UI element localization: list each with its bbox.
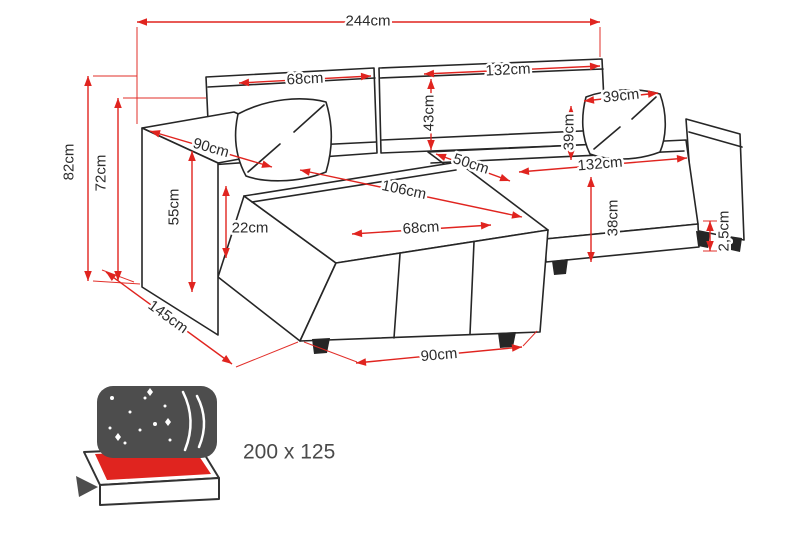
bed-duvet-fold-line-1 (195, 394, 206, 449)
dim-chaise-seat-width (351, 221, 492, 238)
dim-label-back-height: 72cm (93, 155, 110, 192)
dim-seat-width (518, 155, 688, 175)
dim-label-seat-height: 38cm (605, 200, 622, 237)
dim-chaise-depth (105, 271, 233, 365)
backrest-crease-right (381, 129, 605, 141)
dim-label-leg-height: 2,5cm (716, 211, 733, 252)
bed-lift-arrow (76, 476, 98, 497)
leg (696, 231, 710, 248)
bed-duvet-fold-line-2 (181, 390, 192, 452)
sofa-legs (312, 231, 742, 354)
dim-chaise-front-width (355, 344, 523, 366)
dim-label-backrest-height: 43cm (421, 95, 438, 132)
chaise-front-crease-1 (393, 253, 401, 339)
dim-label-armrest-above-seat: 22cm (232, 220, 269, 237)
dim-label-total-width: 244cm (345, 13, 390, 30)
bed-function-icon (76, 386, 220, 506)
bed-duvet-stars (108, 388, 172, 445)
dim-backrest-right-width (423, 62, 601, 78)
bed-base-front-face (99, 477, 220, 506)
chaise-front-crease-2 (469, 241, 475, 335)
chaise-front (299, 229, 549, 342)
dim-chaise-length (299, 168, 523, 219)
dim-label-chaise-front-width: 90cm (420, 345, 458, 365)
dim-label-backrest-left-width: 68cm (286, 70, 324, 89)
dim-label-chaise-seat-width: 68cm (402, 218, 440, 238)
dimension-lines (84, 18, 717, 368)
dim-label-backrest-right-width: 132cm (485, 60, 531, 79)
dim-armrest-depth (149, 130, 273, 168)
leg (729, 236, 742, 252)
dim-label-total-height: 82cm (61, 144, 78, 181)
dim-pillow-width (583, 90, 659, 104)
dim-label-armrest-height: 55cm (166, 189, 183, 226)
sofa-drawing (141, 58, 745, 354)
right-armrest-edge (688, 131, 743, 148)
dim-backrest-left-width (238, 72, 372, 87)
bed-size-label: 200 x 125 (243, 441, 335, 464)
leg (552, 259, 568, 275)
leg (498, 332, 516, 348)
dim-label-pillow-height: 39cm (561, 114, 578, 151)
